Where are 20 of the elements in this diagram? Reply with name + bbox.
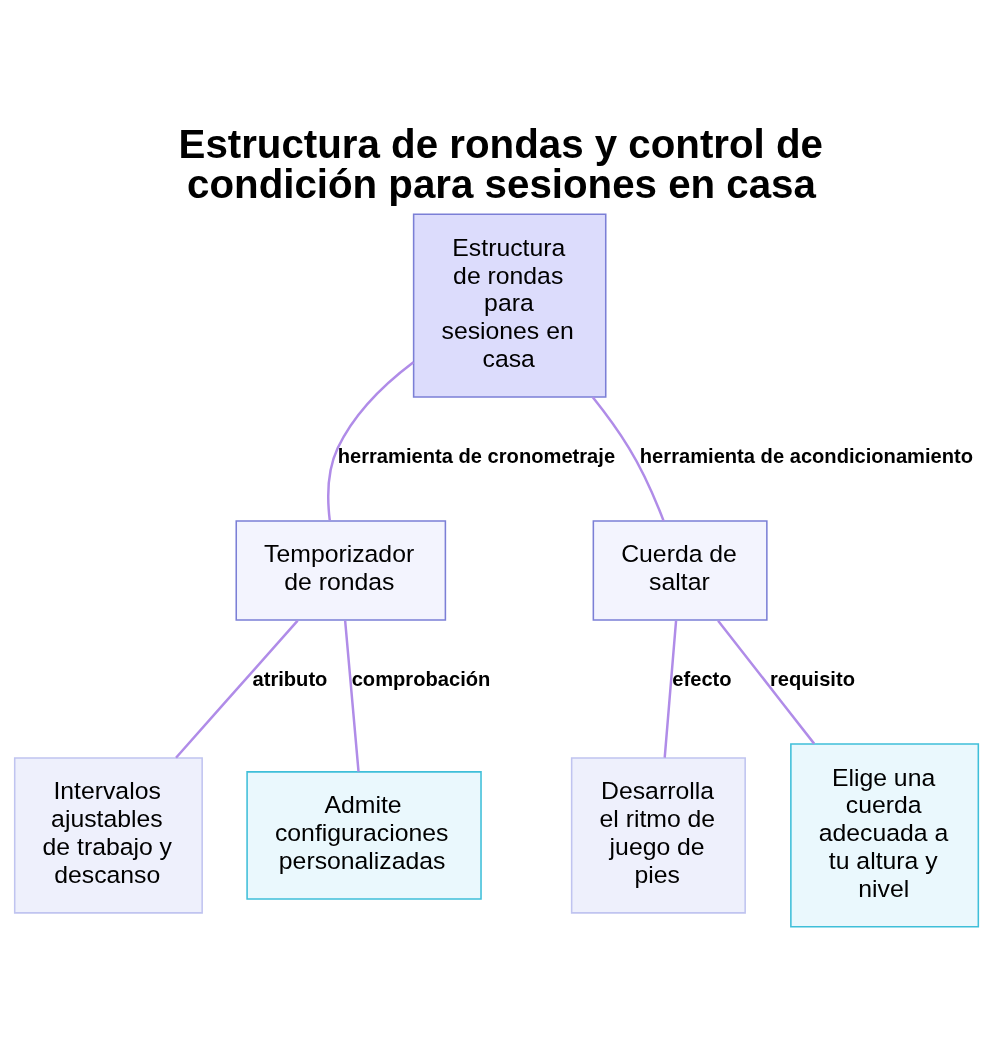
edge-label: herramienta de cronometraje <box>337 444 616 467</box>
edge-label: requisito <box>769 667 855 690</box>
edge-label: comprobación <box>351 667 491 690</box>
diagram-title: Estructura de rondas y control de condición para sesiones en casa <box>178 121 823 207</box>
node-box: Intervalos ajustables de trabajo y descanso <box>13 756 203 914</box>
node-box: Admite configuraciones personalizadas <box>246 770 482 900</box>
node-box: Cuerda de saltar <box>592 519 768 621</box>
edge-label: atributo <box>252 667 328 690</box>
connector <box>591 396 665 521</box>
edge-label: herramienta de acondicionamiento <box>639 444 974 467</box>
node-box: Desarrolla el ritmo de juego de pies <box>570 756 746 914</box>
connector <box>343 620 360 772</box>
connector <box>327 360 415 520</box>
node-box: Elige una cuerda adecuada a tu altura y nivel <box>790 742 980 928</box>
connector <box>663 620 678 758</box>
connector <box>175 619 299 759</box>
connector <box>717 619 816 744</box>
node-box: Temporizador de rondas <box>235 519 447 621</box>
edge-label: efecto <box>672 667 732 690</box>
node-box: Estructura de rondas para sesiones en casa <box>412 212 607 398</box>
